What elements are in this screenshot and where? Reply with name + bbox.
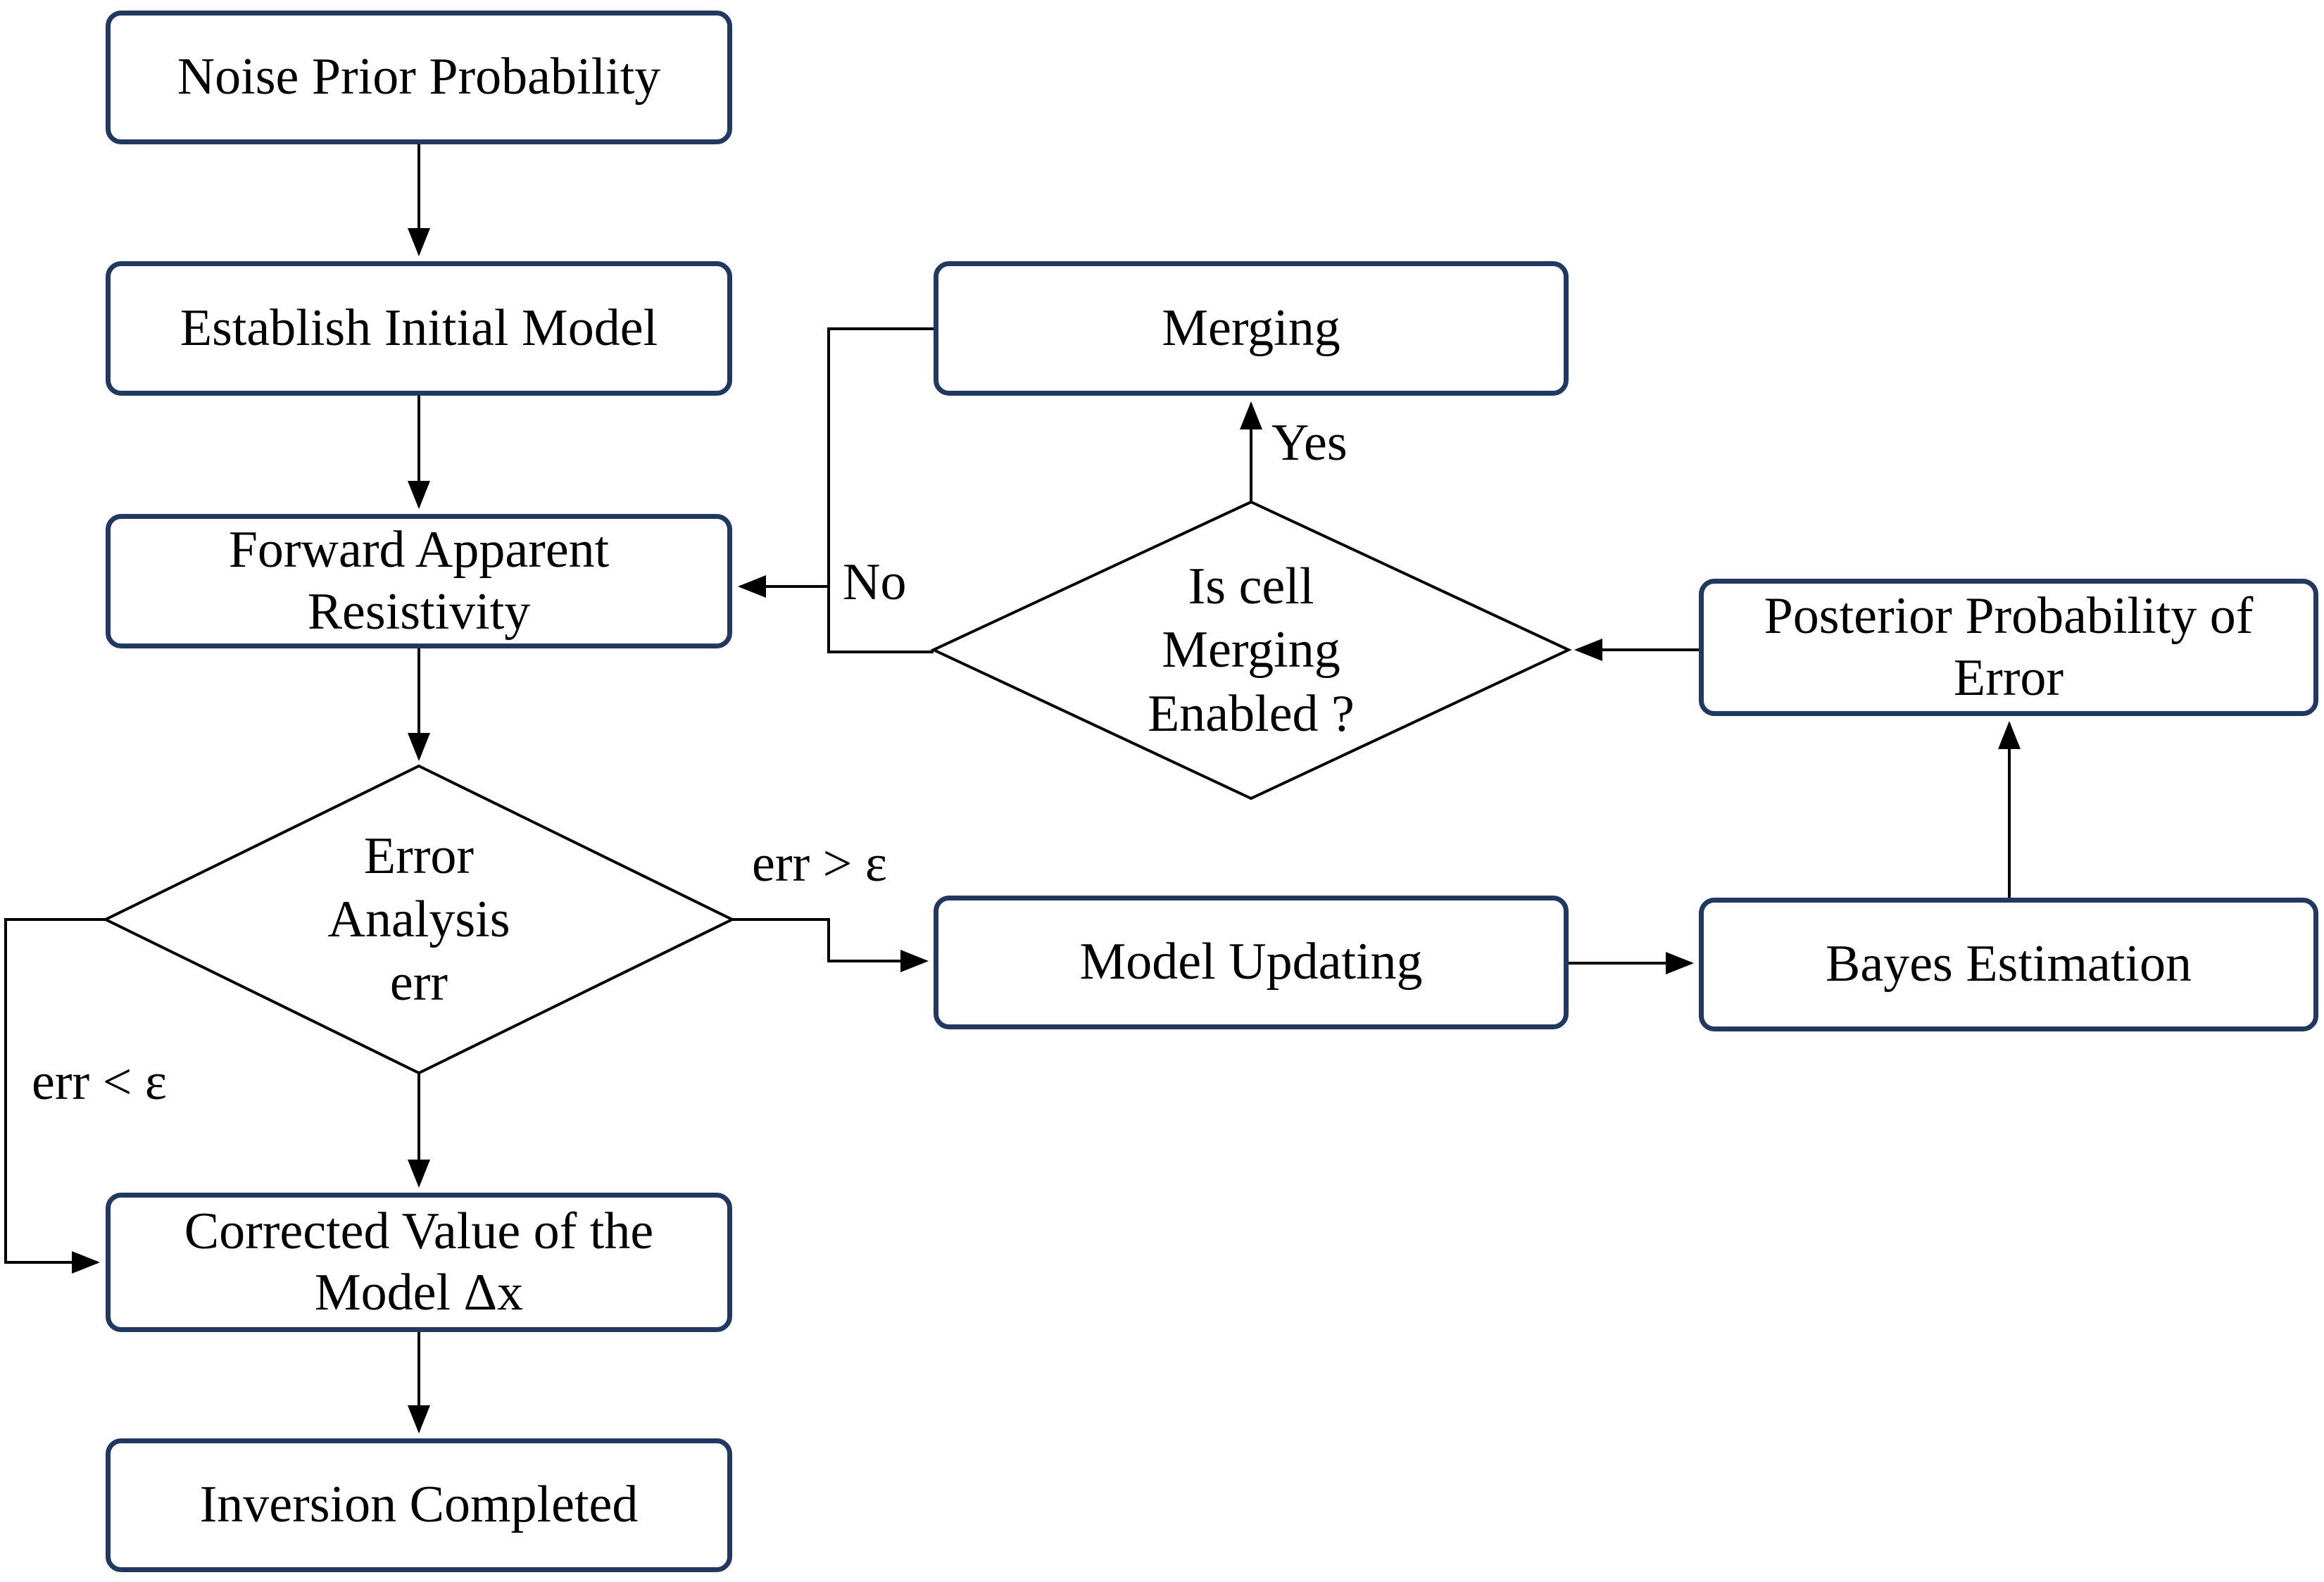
node-forward-apparent-resistivity-line1: Forward Apparent [228,521,610,579]
node-posterior-probability-of-error: Posterior Probability of Error [1699,579,2318,716]
node-noise-prior-probability-label: Noise Prior Probability [177,48,661,106]
node-merging: Merging [934,261,1569,396]
edge-err-lt-loop-to-corrected [4,918,106,1274]
edge-label-err-lt-epsilon: err < ε [32,1053,167,1111]
node-forward-apparent-resistivity: Forward Apparent Resistivity [106,514,732,648]
node-inversion-completed: Inversion Completed [106,1438,732,1572]
decision-cell-merging-shape [930,500,1572,801]
node-bayes-estimation-label: Bayes Estimation [1826,935,2192,993]
decision-error-analysis-shape [102,764,736,1075]
node-inversion-completed-label: Inversion Completed [199,1476,639,1534]
node-posterior-probability-line2: Error [1953,648,2064,707]
node-forward-apparent-resistivity-line2: Resistivity [307,582,531,641]
edge-label-yes: Yes [1271,414,1348,472]
node-corrected-value-of-model: Corrected Value of the Model Δx [106,1193,732,1332]
edge-label-no: No [843,553,907,611]
node-noise-prior-probability: Noise Prior Probability [106,11,732,144]
node-merging-label: Merging [1162,299,1340,357]
node-posterior-probability-line1: Posterior Probability of [1764,587,2254,646]
node-bayes-estimation: Bayes Estimation [1699,898,2318,1031]
edge-err-gt-to-model-updating [732,918,929,972]
edge-merging-no-rail [827,327,934,653]
node-model-updating: Model Updating [934,896,1569,1029]
edge-label-err-gt-epsilon: err > ε [752,835,887,893]
node-corrected-value-line1: Corrected Value of the [184,1202,654,1260]
node-corrected-value-line2: Model Δx [314,1264,524,1322]
node-establish-initial-model-label: Establish Initial Model [180,299,658,357]
node-model-updating-label: Model Updating [1079,933,1423,991]
node-establish-initial-model: Establish Initial Model [106,261,732,396]
